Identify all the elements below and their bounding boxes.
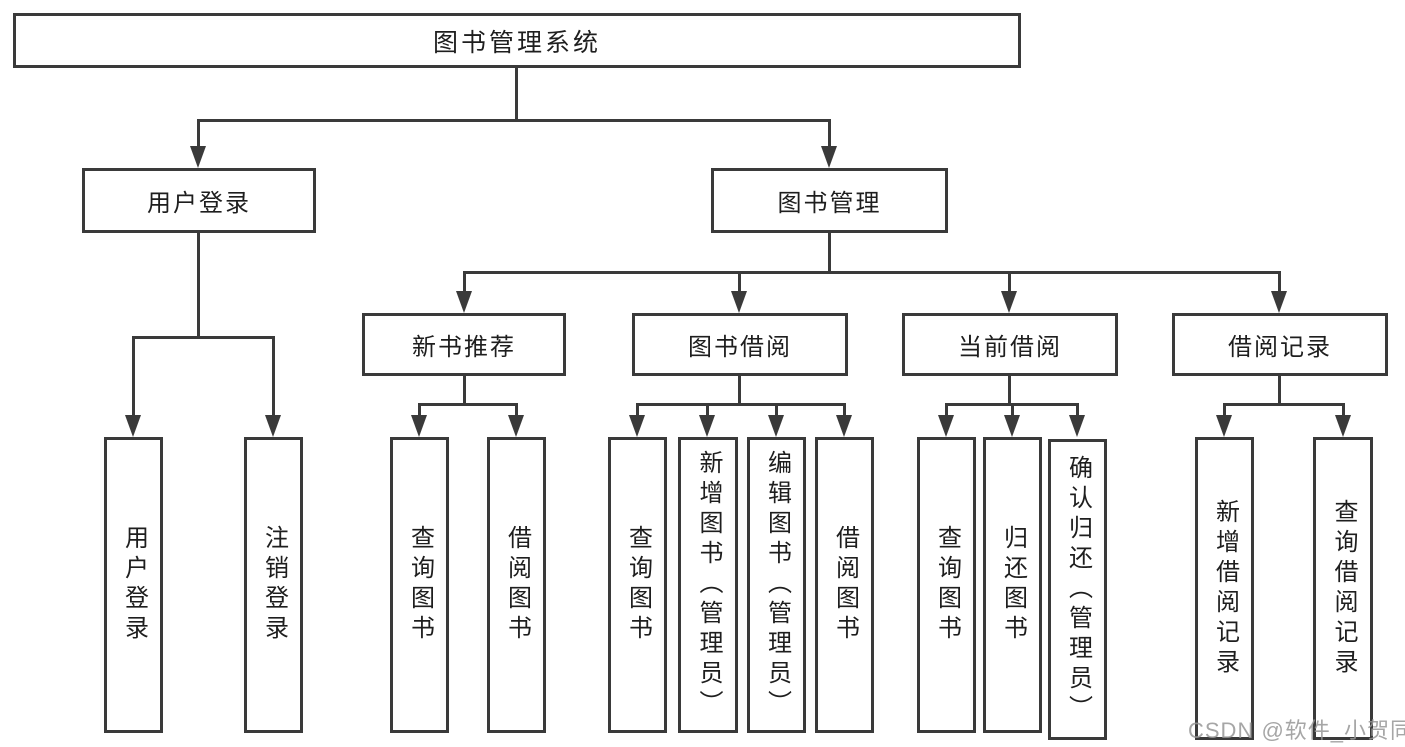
connector-drop-book-mgmt [828,119,831,149]
connector-user-branch-rail [132,336,275,339]
connector-drop-bb-add [706,403,709,417]
leaf-bb-edit-books-admin: 编辑图书（管理员） [747,437,806,733]
arrowhead-book-mgmt [821,146,837,168]
connector-drop-br-query [1342,403,1345,417]
leaf-cb-return-books: 归还图书 [983,437,1042,733]
node-user-login-label: 用户登录 [147,190,251,217]
leaf-cb-query-books-label: 查询图书 [933,525,961,645]
connector-drop-bb-edit [775,403,778,417]
leaf-logout: 注销登录 [244,437,303,733]
arrowhead-bb-query [629,415,645,437]
connector-drop-bb-borrow [843,403,846,417]
connector-drop-nb-borrow [515,403,518,417]
leaf-logout-label: 注销登录 [260,525,288,645]
leaf-cb-return-books-label: 归还图书 [999,525,1027,645]
node-user-login: 用户登录 [82,168,316,233]
node-new-book-recommend: 新书推荐 [362,313,566,376]
leaf-nb-query-books: 查询图书 [390,437,449,733]
connector-bb-rail [636,403,845,406]
leaf-br-add-record: 新增借阅记录 [1195,437,1254,740]
node-current-borrow: 当前借阅 [902,313,1118,376]
connector-br-rail [1223,403,1345,406]
node-borrow-records: 借阅记录 [1172,313,1388,376]
leaf-bb-add-books-admin: 新增图书（管理员） [678,437,738,733]
connector-drop-new-book [463,271,466,294]
connector-drop-current-borrow [1008,271,1011,294]
connector-level3-rail [463,271,1281,274]
leaf-nb-borrow-books: 借阅图书 [487,437,546,733]
arrowhead-br-query [1335,415,1351,437]
arrowhead-ul-login [125,415,141,437]
node-book-borrow-label: 图书借阅 [688,334,792,361]
connector-drop-cb-confirm [1076,403,1079,417]
node-root-label: 图书管理系统 [432,28,601,57]
arrowhead-current-borrow [1001,291,1017,313]
connector-drop-ul-login [132,336,135,417]
arrowhead-nb-query [411,415,427,437]
arrowhead-bb-add [699,415,715,437]
connector-user-branch-stem [197,233,200,338]
connector-drop-book-borrow [738,271,741,294]
csdn-watermark: CSDN @软件_小贺同学 [1188,718,1405,743]
leaf-bb-borrow-books: 借阅图书 [815,437,874,733]
node-book-borrow: 图书借阅 [632,313,848,376]
arrowhead-user-login [190,146,206,168]
leaf-cb-confirm-return-admin: 确认归还（管理员） [1048,439,1107,740]
connector-root-stem [515,68,518,121]
connector-br-stem [1278,375,1281,405]
arrowhead-book-borrow [731,291,747,313]
arrowhead-br-add [1216,415,1232,437]
arrowhead-ul-logout [265,415,281,437]
node-book-mgmt: 图书管理 [711,168,948,233]
leaf-nb-borrow-books-label: 借阅图书 [503,525,531,645]
node-borrow-records-label: 借阅记录 [1228,334,1332,361]
leaf-bb-add-books-admin-label: 新增图书（管理员） [695,450,722,720]
leaf-bb-query-books-label: 查询图书 [624,525,652,645]
connector-bb-stem [738,375,741,405]
leaf-nb-query-books-label: 查询图书 [406,525,434,645]
connector-nb-rail [418,403,518,406]
connector-mgmt-branch-stem [828,233,831,273]
arrowhead-cb-return [1004,415,1020,437]
arrowhead-new-book [456,291,472,313]
connector-drop-cb-return [1011,403,1014,417]
connector-drop-cb-query [945,403,948,417]
arrowhead-cb-query [938,415,954,437]
leaf-user-login-label: 用户登录 [120,525,148,645]
arrowhead-nb-borrow [508,415,524,437]
node-book-mgmt-label: 图书管理 [777,190,882,217]
node-root: 图书管理系统 [13,13,1021,68]
connector-drop-bb-query [636,403,639,417]
connector-nb-stem [463,375,466,405]
arrowhead-bb-edit [768,415,784,437]
connector-drop-borrow-records [1278,271,1281,294]
leaf-user-login: 用户登录 [104,437,163,733]
arrowhead-cb-confirm [1069,415,1085,437]
connector-drop-user-login [197,119,200,149]
leaf-bb-borrow-books-label: 借阅图书 [831,525,859,645]
leaf-cb-confirm-return-admin-label: 确认归还（管理员） [1064,454,1092,725]
connector-drop-nb-query [418,403,421,417]
connector-cb-stem [1008,375,1011,405]
leaf-cb-query-books: 查询图书 [917,437,976,733]
connector-drop-br-add [1223,403,1226,417]
leaf-br-query-record-label: 查询借阅记录 [1330,498,1357,679]
leaf-bb-edit-books-admin-label: 编辑图书（管理员） [763,450,791,720]
connector-drop-ul-logout [272,336,275,417]
leaf-br-add-record-label: 新增借阅记录 [1211,498,1239,679]
node-current-borrow-label: 当前借阅 [958,334,1062,361]
connector-level2-rail [197,119,830,122]
leaf-bb-query-books: 查询图书 [608,437,667,733]
leaf-br-query-record: 查询借阅记录 [1313,437,1373,740]
arrowhead-borrow-records [1271,291,1287,313]
node-new-book-recommend-label: 新书推荐 [412,334,516,361]
arrowhead-bb-borrow [836,415,852,437]
